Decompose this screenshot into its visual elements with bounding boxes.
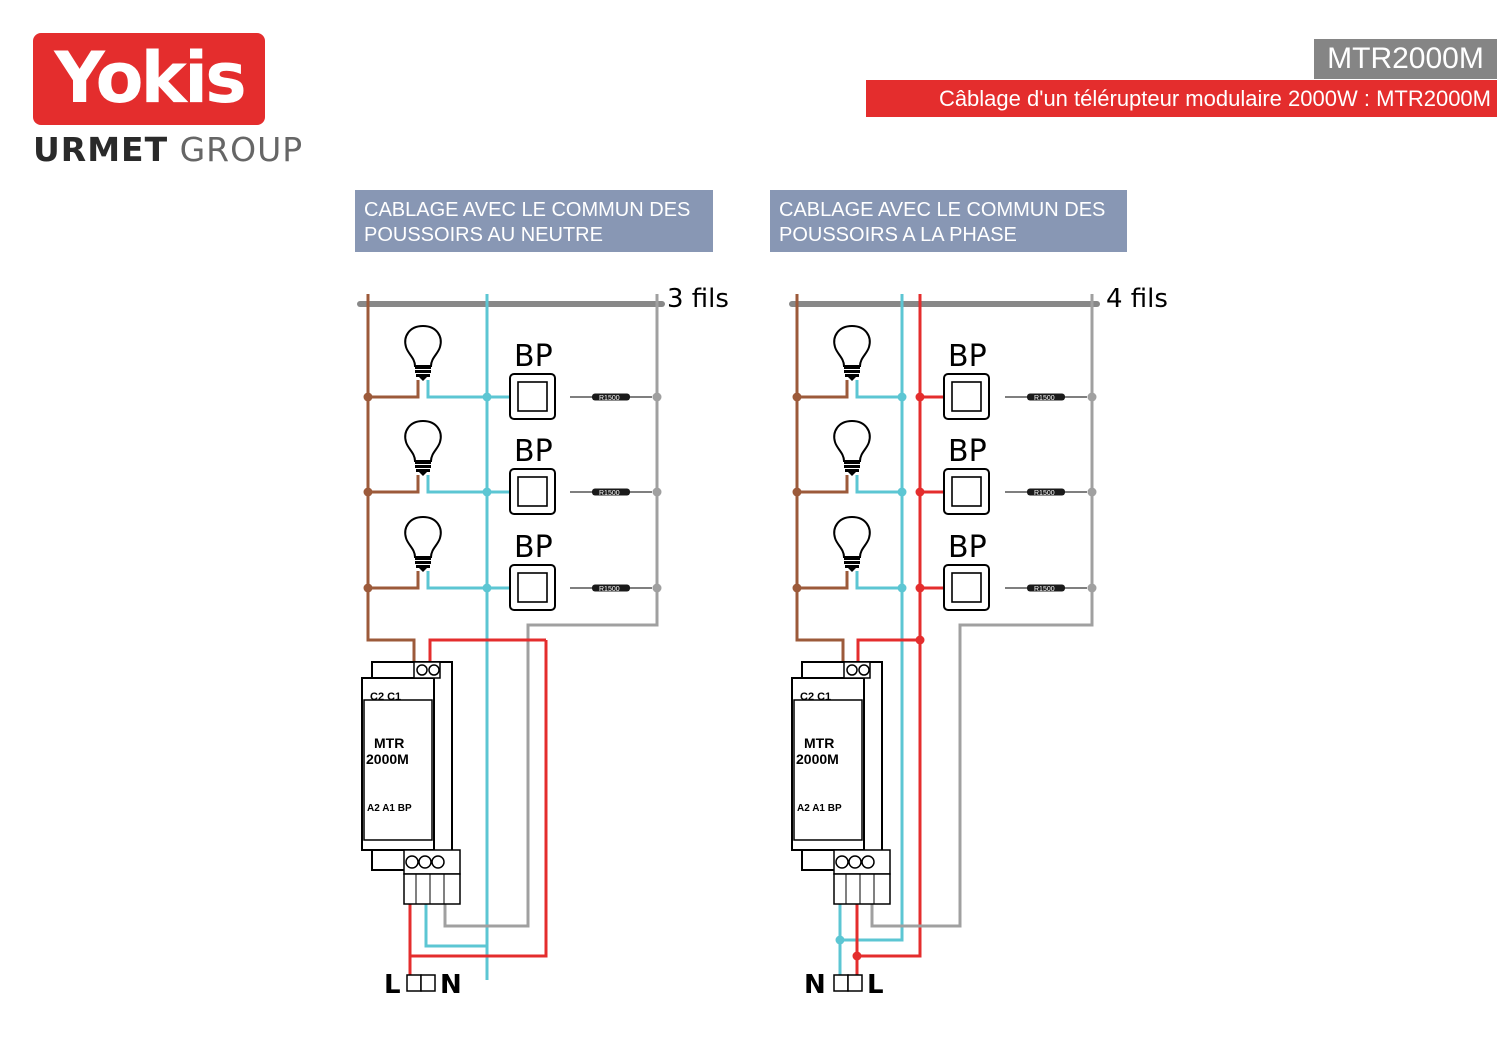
terminal-block-icon [833,974,849,992]
resistor-label: R1500 [599,395,620,402]
module-name-line1: MTR [374,735,404,751]
lamp-icon [404,516,442,573]
logo-brand: Yokis [54,37,247,119]
module-top-terminals: C2 C1 [800,691,831,703]
diagram-neutral-common: 3 fils BP R1500 [357,284,729,1000]
wire-phase [410,638,548,958]
diagram-header-left: CABLAGE AVEC LE COMMUN DES POUSSOIRS AU … [355,190,713,252]
row-2: BP R1500 [792,420,1097,515]
bp-label: BP [514,530,553,565]
wire-brown [795,294,845,665]
wire-bp [443,294,659,928]
wire-N-feed [424,895,487,948]
yokis-logo: Yokis [33,33,265,125]
wire-phase [857,294,922,958]
wire-neutral [840,294,904,942]
wire-count-label: 3 fils [667,284,729,314]
diagram-header-right: CABLAGE AVEC LE COMMUN DES POUSSOIRS A L… [770,190,1127,252]
bp-label: BP [948,339,987,374]
bp-label: BP [514,339,553,374]
lamp-icon [833,420,871,477]
module-name-line2: 2000M [796,751,839,767]
row-2: BP R1500 [363,420,662,515]
bp-label: BP [948,434,987,469]
lamp-icon [833,325,871,382]
row-1: BP R1500 [363,325,662,420]
logo-group-a: URMET [33,130,169,169]
row-3: BP R1500 [363,516,662,611]
supply-left-label: L [384,970,401,1000]
lamp-icon [404,325,442,382]
header-line2: POUSSOIRS A LA PHASE [779,224,1017,246]
mtr2000m-module: C2 C1 MTR 2000M A2 A1 BP [361,661,461,905]
logo-group-b: GROUP [179,130,304,169]
row-3: BP R1500 [792,516,1097,611]
model-tag: MTR2000M [1314,39,1497,79]
row-1: BP R1500 [792,325,1097,420]
mtr2000m-module: C2 C1 MTR 2000M A2 A1 BP [791,661,891,905]
wire-brown [366,294,416,665]
resistor-label: R1500 [1034,395,1055,402]
terminal-block-icon [406,974,422,992]
module-name-line1: MTR [804,735,834,751]
lamp-icon [404,420,442,477]
header-line2: POUSSOIRS AU NEUTRE [364,224,603,246]
supply-right-label: N [440,970,462,1000]
wire-bp [870,294,1094,928]
push-button-icon [943,468,990,515]
logo-group-text: URMET GROUP [33,130,303,170]
header-line1: CABLAGE AVEC LE COMMUN DES [779,199,1106,221]
wire-count-label: 4 fils [1106,284,1168,314]
terminal-block-icon [847,974,863,992]
resistor-label: R1500 [1034,490,1055,497]
terminal-block-icon [420,974,436,992]
supply-left-label: N [804,970,826,1000]
diagram-phase-common: 4 fils BP R1500 [789,284,1168,1000]
bp-label: BP [514,434,553,469]
supply-right-label: L [867,970,884,1000]
push-button-icon [509,373,556,420]
wire-phase-to-c1 [856,638,920,665]
push-button-icon [943,373,990,420]
push-button-icon [509,468,556,515]
module-bottom-terminals: A2 A1 BP [797,803,842,814]
module-bottom-terminals: A2 A1 BP [367,803,412,814]
lamp-icon [833,516,871,573]
bp-label: BP [948,530,987,565]
page-title: Câblage d'un télérupteur modulaire 2000W… [866,80,1497,117]
header-line1: CABLAGE AVEC LE COMMUN DES [364,199,691,221]
resistor-label: R1500 [599,490,620,497]
module-name-line2: 2000M [366,751,409,767]
module-top-terminals: C2 C1 [370,691,401,703]
resistor-label: R1500 [599,586,620,593]
resistor-label: R1500 [1034,586,1055,593]
push-button-icon [509,564,556,611]
push-button-icon [943,564,990,611]
